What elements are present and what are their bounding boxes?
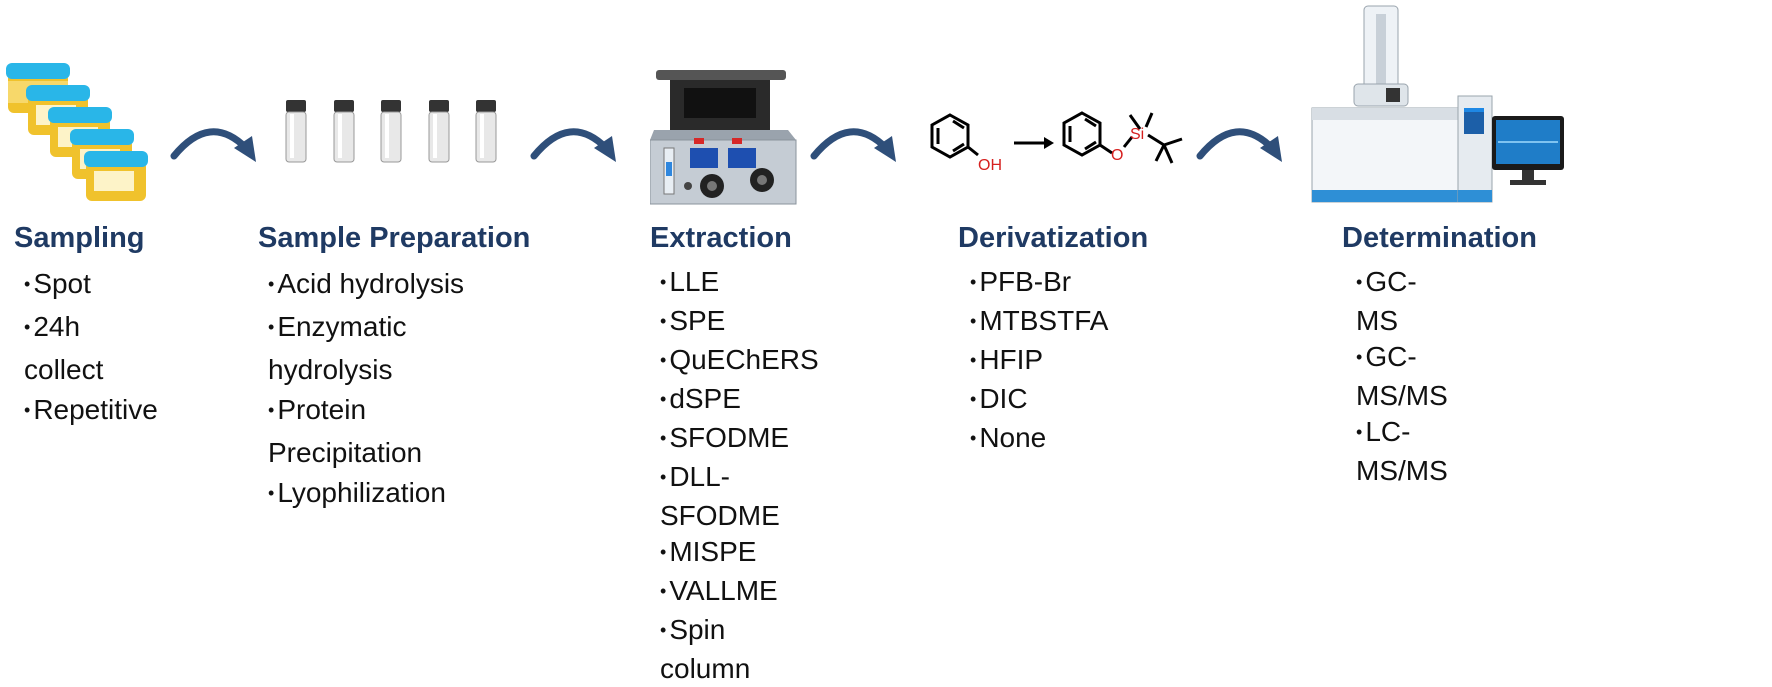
urine-cups-illustration (6, 63, 148, 201)
list-item: QuEChERS (660, 342, 818, 381)
list-item: Acid hydrolysis (268, 264, 518, 307)
derivatization-reaction: OH O Si (930, 111, 1183, 174)
stage-item-list: GC-MS GC-MS/MS LC-MS/MS (1356, 264, 1448, 489)
stage-title: Sampling (14, 222, 145, 254)
hydroxyl-label: OH (978, 157, 1002, 174)
sample-tube (428, 100, 450, 163)
urine-cup (84, 151, 148, 201)
stage-title: Extraction (650, 222, 792, 254)
sample-tube (285, 100, 307, 163)
stage-title: Determination (1342, 222, 1537, 254)
list-item: Protein Precipitation (268, 390, 518, 473)
flow-arrow-icon (170, 128, 256, 162)
reaction-arrow-icon (1014, 137, 1054, 149)
list-item: Spin column (660, 612, 819, 687)
tbdms-ether-structure (1062, 111, 1183, 164)
list-item: LC-MS/MS (1356, 414, 1448, 489)
list-item: PFB-Br (970, 264, 1108, 303)
stage-item-list: PFB-Br MTBSTFA HFIP DIC None (970, 264, 1108, 459)
list-item: MISPE (660, 534, 819, 573)
phenol-structure (930, 113, 979, 159)
sample-tube (333, 100, 355, 163)
list-item: LLE (660, 264, 819, 303)
flow-arrow-icon (810, 128, 896, 162)
flow-arrow-icon (530, 128, 616, 162)
sample-tubes-illustration (285, 100, 497, 163)
list-item: None (970, 420, 1108, 459)
list-item: DIC (970, 381, 1108, 420)
list-item: GC-MS/MS (1356, 339, 1448, 414)
stage-item-list: Spot 24h collect Repetitive (24, 264, 158, 433)
extraction-device-illustration (650, 70, 797, 205)
list-item: MTBSTFA (970, 303, 1108, 342)
flow-arrow-icon (1196, 128, 1282, 162)
list-item: Enzymatic hydrolysis (268, 307, 518, 390)
stage-item-list: Acid hydrolysis Enzymatic hydrolysis Pro… (268, 264, 518, 516)
ether-oxygen-label: O (1111, 147, 1123, 164)
list-item: Lyophilization (268, 473, 518, 516)
list-item: SPE (660, 303, 819, 342)
list-item: DLL-SFODME (660, 459, 819, 534)
list-item: GC-MS (1356, 264, 1448, 339)
list-item: dSPE (660, 381, 819, 420)
silicon-label: Si (1130, 126, 1144, 143)
sample-tube (475, 100, 497, 163)
stage-title: Sample Preparation (258, 222, 531, 254)
list-item: Spot (24, 264, 158, 307)
sample-tube (380, 100, 402, 163)
stage-title: Derivatization (958, 222, 1149, 254)
stage-item-list: LLE SPE QuEChERS dSPE SFODME DLL-SFODME … (660, 264, 819, 687)
list-item: 24h collect (24, 307, 158, 390)
list-item: Repetitive (24, 390, 158, 433)
list-item: HFIP (970, 342, 1108, 381)
gcms-instrument-illustration (1311, 5, 1564, 203)
list-item: VALLME (660, 573, 819, 612)
list-item: SFODME (660, 420, 819, 459)
